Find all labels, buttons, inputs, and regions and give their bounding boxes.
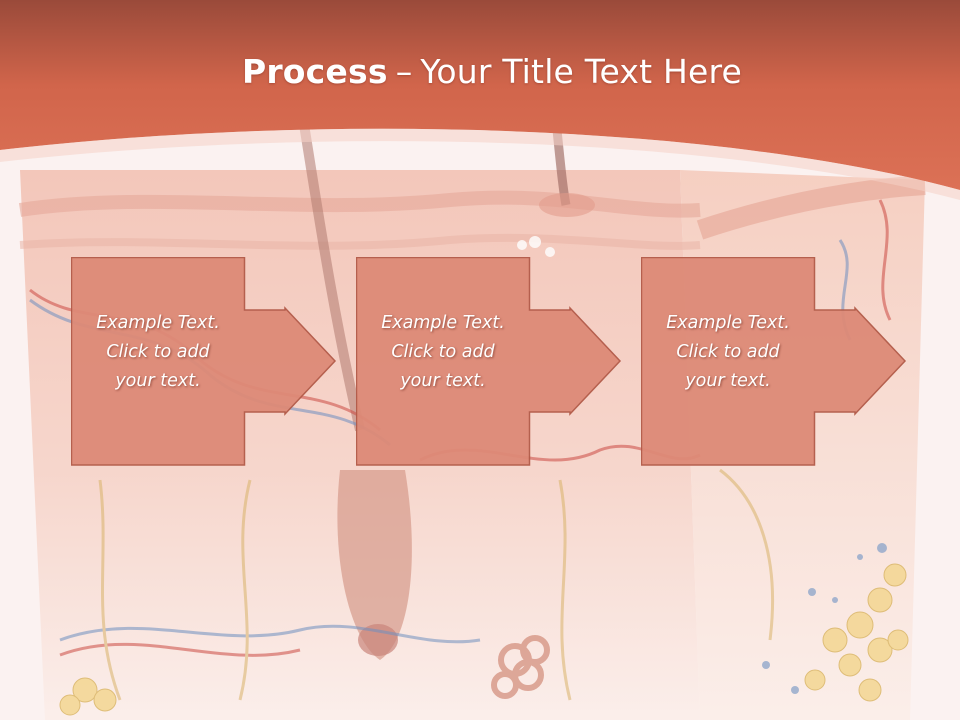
step-text[interactable]: Example Text. Click to add your text. [356, 309, 530, 396]
step-text-line-2: Click to add [391, 342, 495, 362]
step-text-line-1: Example Text. [666, 313, 790, 333]
header-band [0, 0, 960, 200]
slide-title[interactable]: Process–Your Title Text Here [0, 52, 960, 91]
arrow-box-shape [356, 257, 622, 466]
step-text-line-1: Example Text. [96, 313, 220, 333]
process-step-3[interactable]: Example Text. Click to add your text. [641, 257, 913, 469]
arrow-box-shape [641, 257, 907, 466]
title-separator: – [395, 52, 413, 91]
step-text-line-3: your text. [115, 371, 201, 391]
step-text-line-3: your text. [400, 371, 486, 391]
title-bold: Process [241, 52, 388, 91]
process-step-1[interactable]: Example Text. Click to add your text. [71, 257, 343, 469]
process-step-2[interactable]: Example Text. Click to add your text. [356, 257, 628, 469]
step-text[interactable]: Example Text. Click to add your text. [641, 309, 815, 396]
title-rest: Your Title Text Here [420, 52, 743, 91]
step-text[interactable]: Example Text. Click to add your text. [71, 309, 245, 396]
step-text-line-2: Click to add [676, 342, 780, 362]
step-text-line-3: your text. [685, 371, 771, 391]
step-text-line-1: Example Text. [381, 313, 505, 333]
step-text-line-2: Click to add [106, 342, 210, 362]
arrow-box-shape [71, 257, 337, 466]
